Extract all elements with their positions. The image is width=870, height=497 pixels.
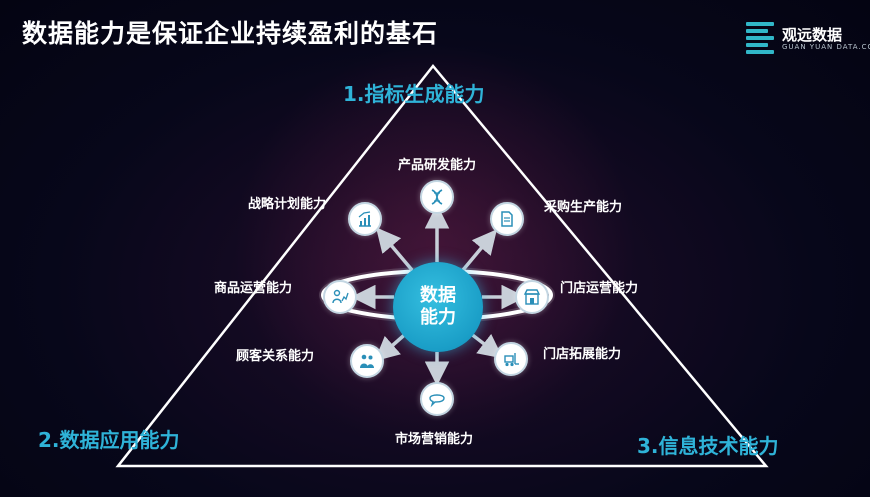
center-label-line1: 数据: [420, 285, 456, 306]
label-customer: 顾客关系能力: [236, 349, 315, 364]
label-purchase: 采购生产能力: [544, 200, 623, 215]
label-marketing: 市场营销能力: [395, 432, 474, 447]
node-customer: [350, 344, 384, 378]
node-merch: [323, 280, 357, 314]
corner-label-top: 1.指标生成能力: [343, 82, 485, 106]
label-product-rd: 产品研发能力: [398, 158, 477, 173]
label-strategy: 战略计划能力: [248, 197, 327, 212]
node-store-expand: [494, 342, 528, 376]
node-store-ops: [515, 280, 549, 314]
corner-label-right: 3.信息技术能力: [637, 434, 779, 458]
forklift-icon: [504, 353, 519, 367]
chat-bubble-icon: [429, 394, 445, 408]
background-glow: [235, 45, 635, 445]
document-icon: [501, 211, 513, 227]
node-strategy: [348, 202, 382, 236]
dna-icon: [431, 189, 443, 205]
label-store-ops: 门店运营能力: [560, 281, 639, 296]
node-purchase: [490, 202, 524, 236]
capability-triangle: [115, 64, 769, 468]
center-label-line2: 能力: [420, 307, 456, 328]
company-logo: 观远数据 GUAN YUAN DATA.COM: [746, 20, 870, 60]
corner-label-left: 2.数据应用能力: [38, 428, 180, 452]
logo-name: 观远数据: [782, 26, 843, 44]
slide-title: 数据能力是保证企业持续盈利的基石: [22, 19, 439, 48]
user-chart-icon: [332, 289, 349, 304]
node-marketing: [420, 382, 454, 416]
label-store-expand: 门店拓展能力: [543, 347, 622, 362]
arrow-purchase: [461, 229, 497, 272]
logo-subtitle: GUAN YUAN DATA.COM: [782, 43, 870, 51]
chart-target-icon: [358, 211, 371, 227]
people-icon: [360, 354, 374, 368]
label-merch: 商品运营能力: [214, 281, 293, 296]
arrow-strategy: [375, 227, 414, 272]
logo-mark-icon: [746, 22, 774, 56]
center-node: 数据 能力: [393, 262, 483, 352]
storefront-icon: [523, 289, 541, 305]
node-product-rd: [420, 180, 454, 214]
